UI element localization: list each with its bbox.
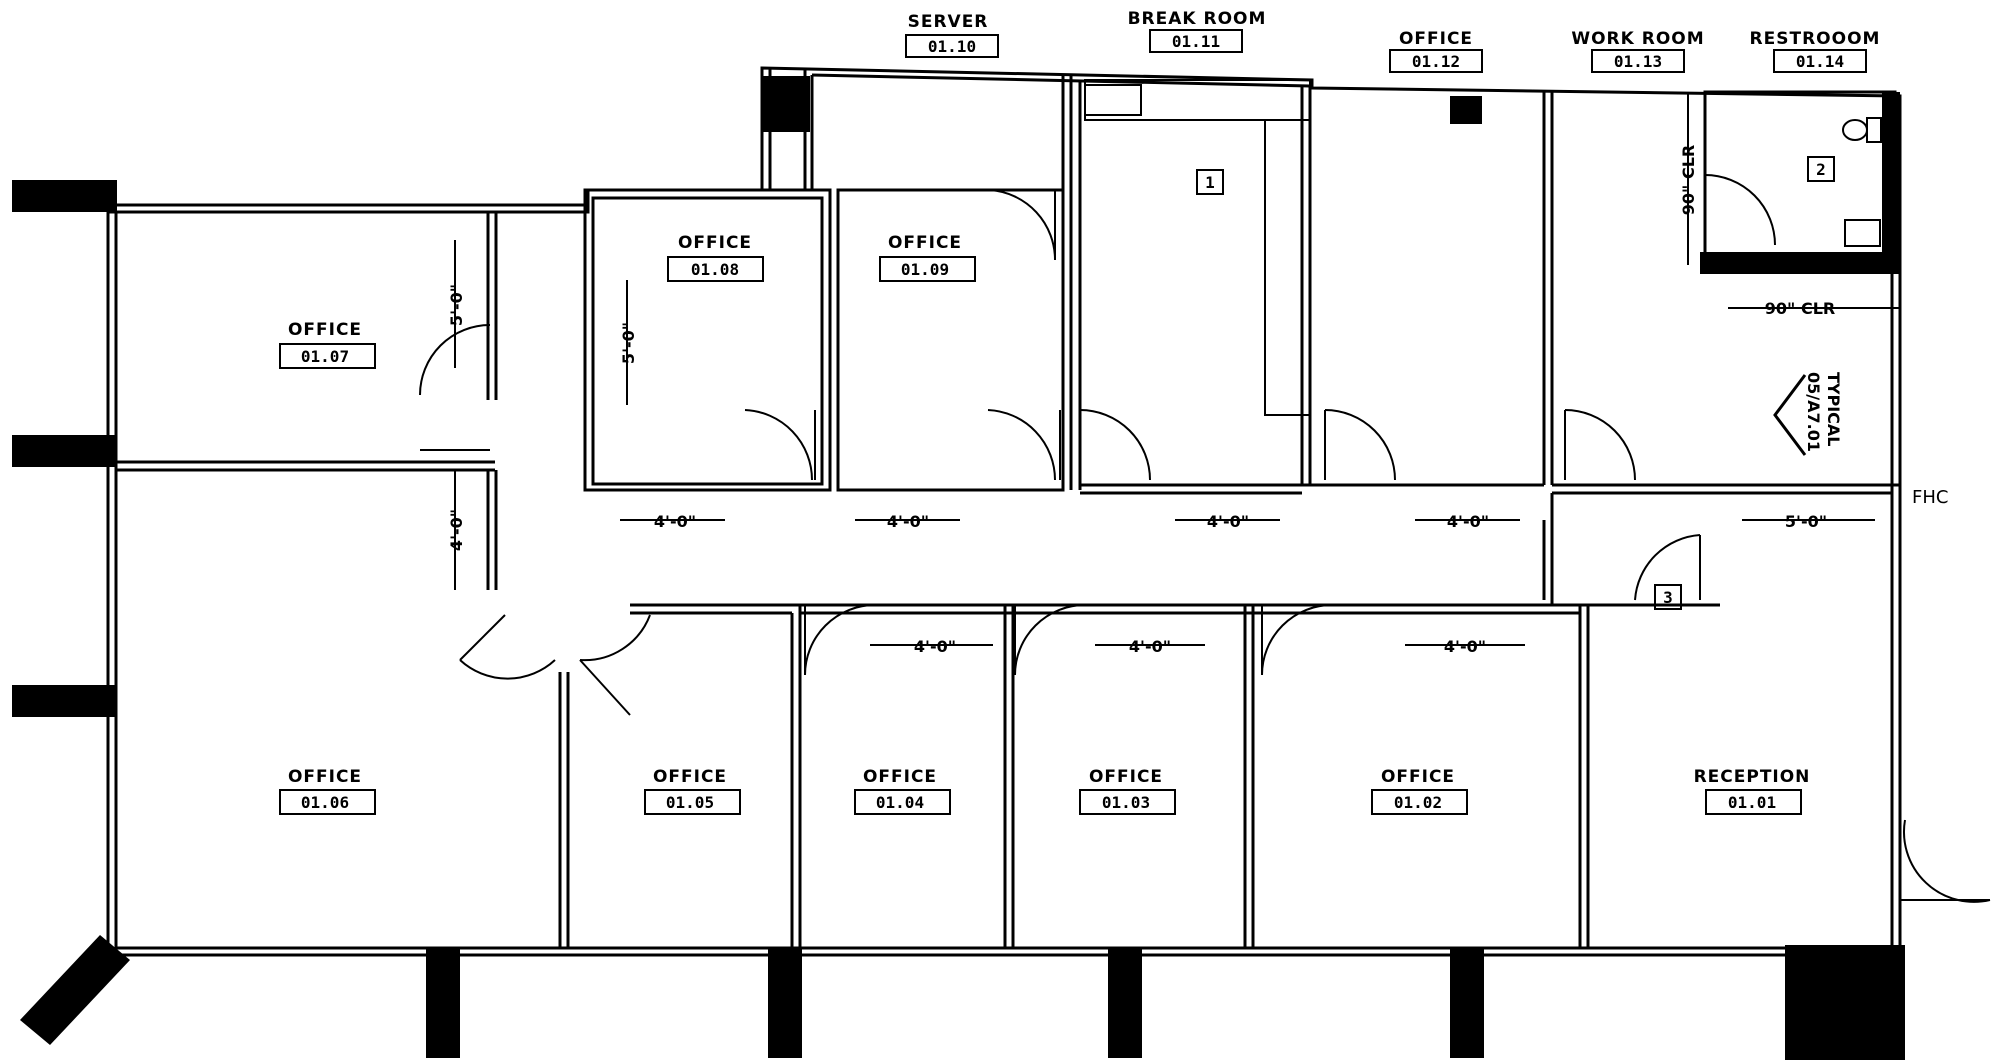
room-104-number: 01.04 — [876, 793, 924, 812]
section-ref-label: 05/A7.01 — [1804, 372, 1823, 452]
break-room-counter — [1084, 79, 1311, 416]
dim-office-112: 4'-0" — [1447, 512, 1489, 531]
room-105-name: OFFICE — [653, 767, 727, 787]
room-101-name: RECEPTION — [1694, 767, 1811, 787]
dim-office-103: 4'-0" — [1129, 637, 1171, 656]
columns — [12, 76, 1905, 1060]
room-107-number: 01.07 — [301, 347, 349, 366]
room-109-name: OFFICE — [888, 233, 962, 253]
dim-office-104: 4'-0" — [914, 637, 956, 656]
keynote-3: 3 — [1663, 588, 1673, 607]
room-106-number: 01.06 — [301, 793, 349, 812]
room-108-name: OFFICE — [678, 233, 752, 253]
doors — [419, 174, 1991, 903]
dim-restroom-vert: 90" CLR — [1679, 145, 1698, 215]
room-111-name: BREAK ROOM — [1128, 9, 1267, 29]
dim-restroom-horiz: 90" CLR — [1765, 299, 1835, 318]
room-105-number: 01.05 — [666, 793, 714, 812]
room-103-name: OFFICE — [1089, 767, 1163, 787]
walls — [106, 66, 1902, 957]
room-101-number: 01.01 — [1728, 793, 1776, 812]
keynote-2: 2 — [1816, 160, 1826, 179]
room-104-name: OFFICE — [863, 767, 937, 787]
dim-break-room: 4'-0" — [1207, 512, 1249, 531]
room-108-number: 01.08 — [691, 260, 739, 279]
dim-office-108: 4'-0" — [654, 512, 696, 531]
keynote-1: 1 — [1205, 173, 1215, 192]
dim-office-107-vert: 5'-0" — [447, 284, 466, 326]
room-109-number: 01.09 — [901, 260, 949, 279]
room-114-number: 01.14 — [1796, 52, 1844, 71]
annotations: 05/A7.01 TYPICAL FHC — [1773, 372, 1948, 508]
room-107-name: OFFICE — [288, 320, 362, 340]
room-110-name: SERVER — [908, 12, 989, 32]
room-113-name: WORK ROOM — [1571, 29, 1704, 49]
room-112-name: OFFICE — [1399, 29, 1473, 49]
dim-office-109: 4'-0" — [887, 512, 929, 531]
room-labels: SERVER 01.10 BREAK ROOM 01.11 OFFICE 01.… — [279, 9, 1881, 815]
dimension-lines — [454, 92, 1900, 646]
room-110-number: 01.10 — [928, 37, 976, 56]
dim-office-106-vert: 4'-0" — [447, 509, 466, 551]
room-111-number: 01.11 — [1172, 32, 1220, 51]
room-102-name: OFFICE — [1381, 767, 1455, 787]
typical-label: TYPICAL — [1824, 372, 1843, 447]
room-106-name: OFFICE — [288, 767, 362, 787]
room-112-number: 01.12 — [1412, 52, 1460, 71]
room-102-number: 01.02 — [1394, 793, 1442, 812]
dimension-labels: 4'-0" 4'-0" 4'-0" 4'-0" 5'-0" 4'-0" 4'-0… — [447, 145, 1835, 656]
restroom-fixtures — [1842, 117, 1882, 247]
room-114-name: RESTROOOM — [1750, 29, 1881, 49]
room-103-number: 01.03 — [1102, 793, 1150, 812]
keynotes: 1 2 3 — [1196, 156, 1835, 610]
room-113-number: 01.13 — [1614, 52, 1662, 71]
dim-office-108-vert: 5'-0" — [619, 322, 638, 364]
dim-work-room: 5'-0" — [1785, 512, 1827, 531]
fhc-label: FHC — [1912, 487, 1948, 508]
dim-office-102: 4'-0" — [1444, 637, 1486, 656]
